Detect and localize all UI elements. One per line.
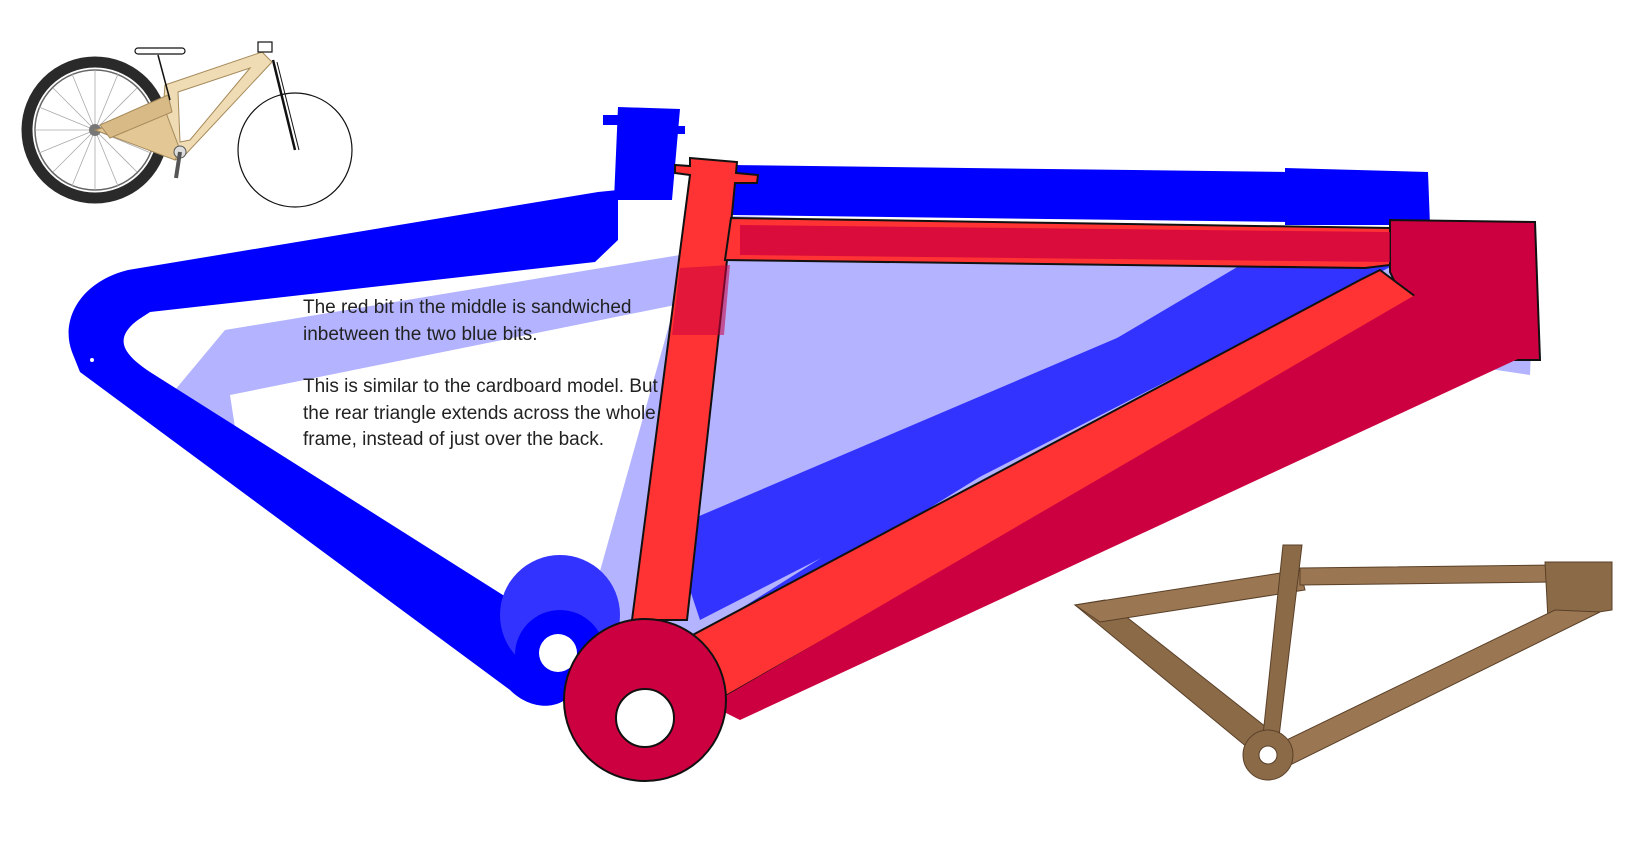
annotation-line-2: This is similar to the cardboard model. … <box>303 376 658 450</box>
cardboard-frame-icon <box>1073 544 1613 781</box>
annotation-line-1: The red bit in the middle is sandwiched … <box>303 297 632 345</box>
wooden-bike-icon <box>21 41 353 208</box>
red-middle-layer <box>563 156 1542 782</box>
